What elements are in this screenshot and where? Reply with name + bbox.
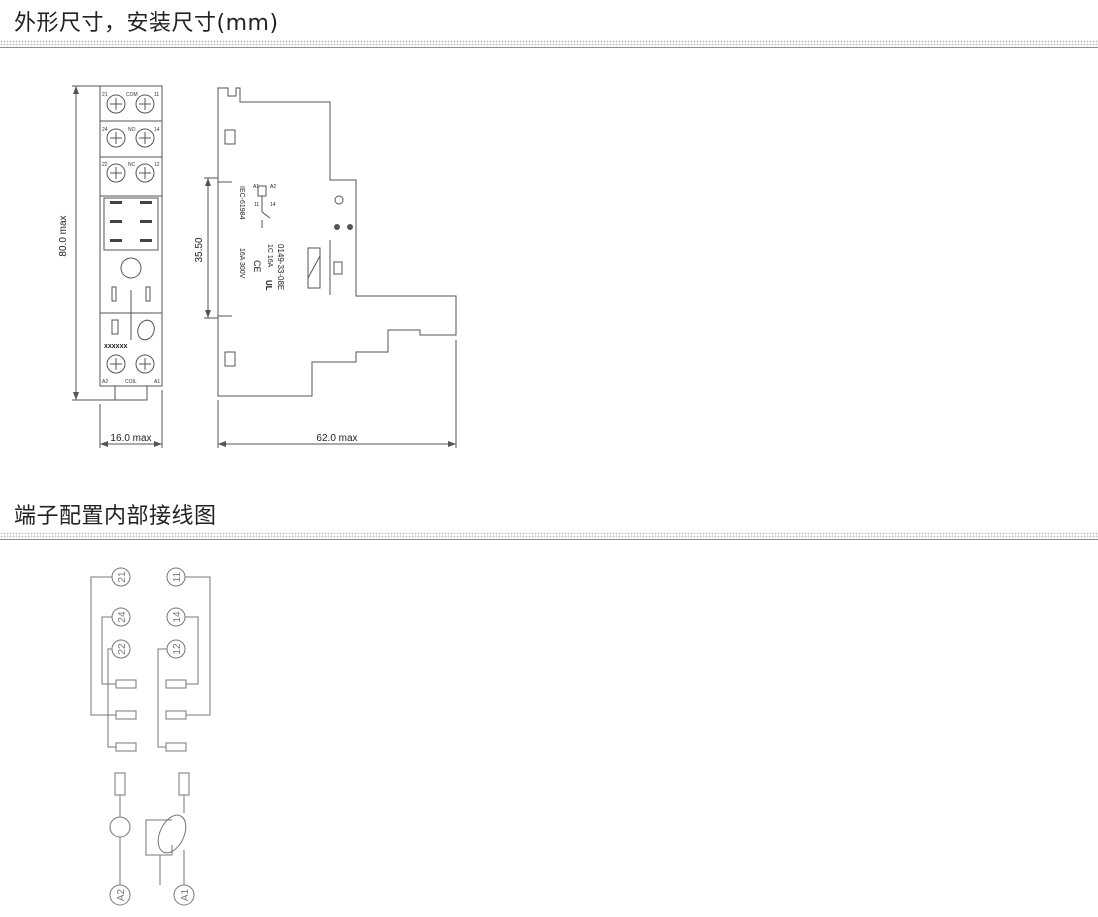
wiring-terminal-a2: A2 (116, 888, 127, 901)
front-terminal-com: COM (126, 92, 138, 98)
ul-mark-icon: UL (264, 280, 273, 291)
front-terminal-21: 21 (102, 92, 108, 98)
section-divider-2 (0, 532, 1098, 542)
front-view (72, 85, 163, 448)
front-height-dimension: 80.0 max (58, 215, 69, 256)
section-title-wiring: 端子配置内部接线图 (14, 504, 217, 529)
schematic-label-a1: A1 (253, 184, 259, 190)
front-terminal-14: 14 (154, 127, 160, 133)
side-height-dimension: 35.50 (194, 237, 205, 262)
section-divider-1 (0, 40, 1098, 50)
wiring-terminal-24: 24 (117, 611, 128, 623)
wiring-terminal-12: 12 (172, 643, 183, 655)
wiring-terminal-a1: A1 (180, 888, 191, 901)
front-terminal-22: 22 (102, 162, 108, 168)
front-terminal-a2: A2 (102, 379, 108, 385)
schematic-label-14: 14 (270, 202, 276, 208)
wiring-terminal-14: 14 (172, 611, 183, 623)
front-width-dimension: 16.0 max (110, 433, 151, 444)
side-view (204, 87, 457, 448)
schematic-label-a2: A2 (270, 184, 276, 190)
label-part-number: 0149-33-08E (276, 244, 285, 290)
label-standard: IEC-61984 (238, 186, 245, 220)
front-screw-row-2 (106, 128, 155, 148)
dimension-drawing: 21 COM 11 24 NO 14 22 NC 12 A2 COIL A1 x… (58, 85, 457, 448)
schematic-label-11: 11 (254, 202, 259, 208)
side-depth-dimension: 62.0 max (316, 433, 357, 444)
front-terminal-coil: COIL (125, 379, 137, 385)
wiring-diagram: 21 11 24 14 22 12 A2 A1 (90, 567, 211, 906)
label-rating: 16A 300V (238, 248, 245, 279)
section-title-dimensions: 外形尺寸，安装尺寸(mm) (14, 11, 279, 36)
wiring-terminal-22: 22 (117, 643, 128, 655)
front-terminal-11: 11 (154, 92, 159, 98)
ce-mark-icon: CE (252, 260, 262, 273)
front-screw-row-1 (106, 94, 155, 114)
wiring-terminal-21: 21 (117, 571, 128, 583)
label-contact: 1C 16A (266, 244, 273, 268)
front-terminal-24: 24 (102, 127, 108, 133)
wiring-terminal-11: 11 (172, 571, 183, 582)
front-screw-row-3 (106, 163, 155, 183)
front-marking: xxxxxx (104, 343, 127, 350)
front-terminal-nc: NC (128, 162, 136, 168)
front-terminal-12: 12 (154, 162, 160, 168)
front-terminal-a1: A1 (154, 379, 160, 385)
front-terminal-no: NO (128, 127, 136, 133)
front-screw-row-4 (106, 354, 155, 374)
